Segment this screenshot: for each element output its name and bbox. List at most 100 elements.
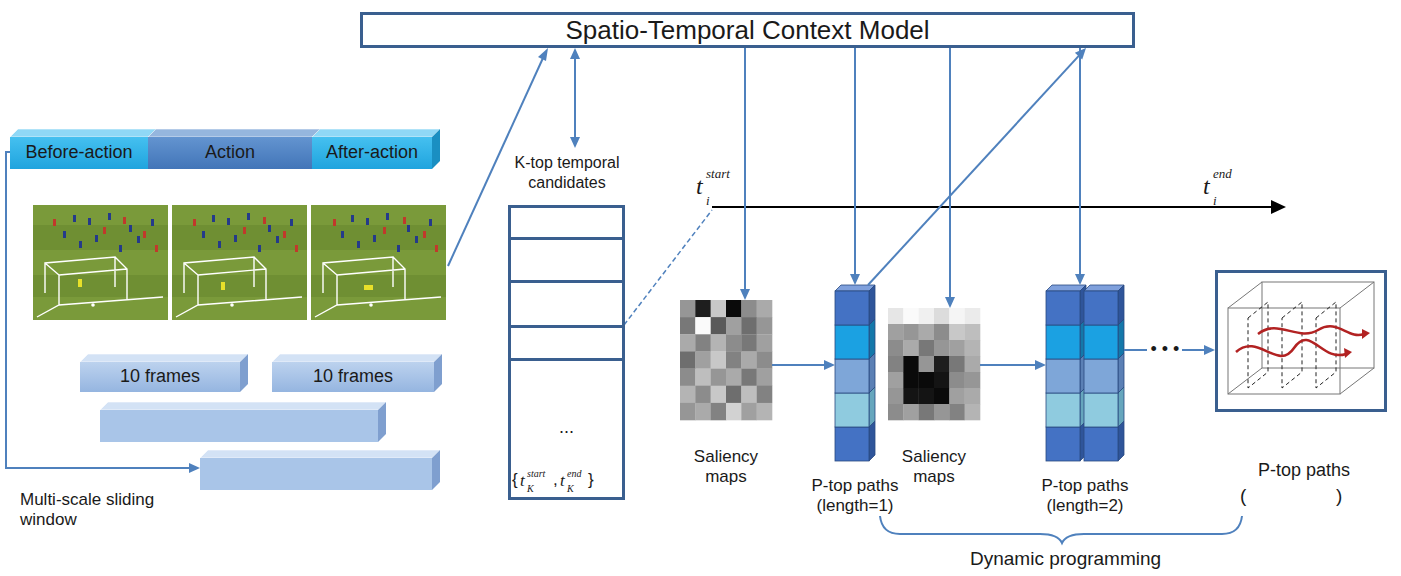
player <box>386 213 389 220</box>
saliency-cell <box>726 317 742 334</box>
saliency-cell <box>919 324 935 340</box>
ball <box>91 303 95 307</box>
bar-side <box>240 354 248 392</box>
saliency-cell <box>680 386 696 403</box>
player <box>119 245 122 252</box>
node-caption: Saliency maps <box>884 447 984 488</box>
cube-front <box>835 325 869 359</box>
saliency-cell <box>680 351 696 368</box>
path-stack: P-top paths (length=1) <box>835 285 875 461</box>
saliency-cell <box>919 308 935 324</box>
cube-front <box>1046 291 1080 325</box>
player <box>407 225 410 232</box>
saliency-cell <box>757 300 773 317</box>
arrow-head <box>570 137 580 148</box>
player <box>108 213 111 220</box>
math-superscript: start <box>527 468 545 480</box>
saliency-cells <box>680 300 980 420</box>
player <box>227 218 230 225</box>
saliency-cell <box>903 340 919 356</box>
player <box>283 231 286 238</box>
cube-front <box>835 291 869 325</box>
math-brace: } <box>588 470 594 490</box>
bar-top <box>100 402 386 410</box>
arrow-head <box>570 48 580 59</box>
player <box>366 218 369 225</box>
cube-front <box>1084 393 1118 427</box>
player <box>143 231 146 238</box>
time-axis <box>712 206 1272 208</box>
saliency-cell <box>680 300 696 317</box>
player <box>193 219 196 226</box>
player <box>155 245 158 252</box>
goal-lines <box>37 257 163 317</box>
bar-side <box>432 450 440 490</box>
saliency-cell <box>919 372 935 388</box>
section-caption: Dynamic programming <box>970 548 1161 571</box>
bar-side <box>434 354 442 392</box>
player <box>129 225 132 232</box>
math-symbol: t <box>520 471 525 491</box>
math-subscript: K <box>527 483 534 495</box>
cube-front <box>835 359 869 393</box>
saliency-cell <box>695 317 711 334</box>
saliency-cell <box>888 324 904 340</box>
saliency-cell <box>757 403 773 420</box>
player <box>268 225 271 232</box>
saliency-cell <box>934 308 950 324</box>
cube-front <box>1084 427 1118 461</box>
ball <box>230 303 234 307</box>
list-frame: ... <box>508 205 625 500</box>
math-superscript: start <box>706 166 730 182</box>
dp-brace <box>880 516 1242 543</box>
cube-side <box>869 285 875 325</box>
node-label: 10 frames <box>120 367 200 387</box>
saliency-cell <box>741 317 757 334</box>
arrow-head <box>538 48 548 61</box>
saliency-cell <box>741 369 757 386</box>
cube-side <box>869 421 875 461</box>
saliency-cell <box>965 324 981 340</box>
player <box>373 235 376 242</box>
saliency-cell <box>695 351 711 368</box>
saliency-cell <box>680 369 696 386</box>
saliency-cell <box>741 351 757 368</box>
saliency-cell <box>965 340 981 356</box>
cube-top <box>1046 285 1086 291</box>
player <box>53 219 56 226</box>
saliency-cell <box>726 403 742 420</box>
cube-side <box>869 319 875 359</box>
pitch-stripe <box>172 225 307 250</box>
saliency-cell <box>757 386 773 403</box>
player <box>357 241 360 248</box>
saliency-cell <box>949 324 965 340</box>
saliency-cell <box>680 317 696 334</box>
saliency-cell <box>934 404 950 420</box>
saliency-cell <box>726 369 742 386</box>
saliency-cell <box>949 372 965 388</box>
bracket-close: ) <box>1336 485 1342 508</box>
saliency-cell <box>711 351 727 368</box>
connector <box>574 57 576 139</box>
bar-front <box>100 410 378 442</box>
saliency-cell <box>711 317 727 334</box>
math-superscript: end <box>567 468 581 480</box>
saliency-cell <box>695 386 711 403</box>
connector <box>949 48 951 299</box>
player <box>423 231 426 238</box>
math-superscript: end <box>1213 166 1232 182</box>
math-subscript: i <box>706 193 710 209</box>
pitch <box>311 205 446 320</box>
goal-lines <box>176 257 302 317</box>
model-box: Spatio-Temporal Context Model <box>360 12 1135 48</box>
cube-side <box>1118 387 1124 427</box>
saliency-cell <box>949 404 965 420</box>
connector <box>744 48 746 291</box>
player <box>243 227 246 234</box>
path-volume-art <box>1228 282 1374 394</box>
math-symbol: t <box>696 172 703 201</box>
list-heading: K-top temporal candidates <box>497 148 637 193</box>
arrow-head <box>945 297 955 308</box>
goalkeeper <box>78 279 82 287</box>
